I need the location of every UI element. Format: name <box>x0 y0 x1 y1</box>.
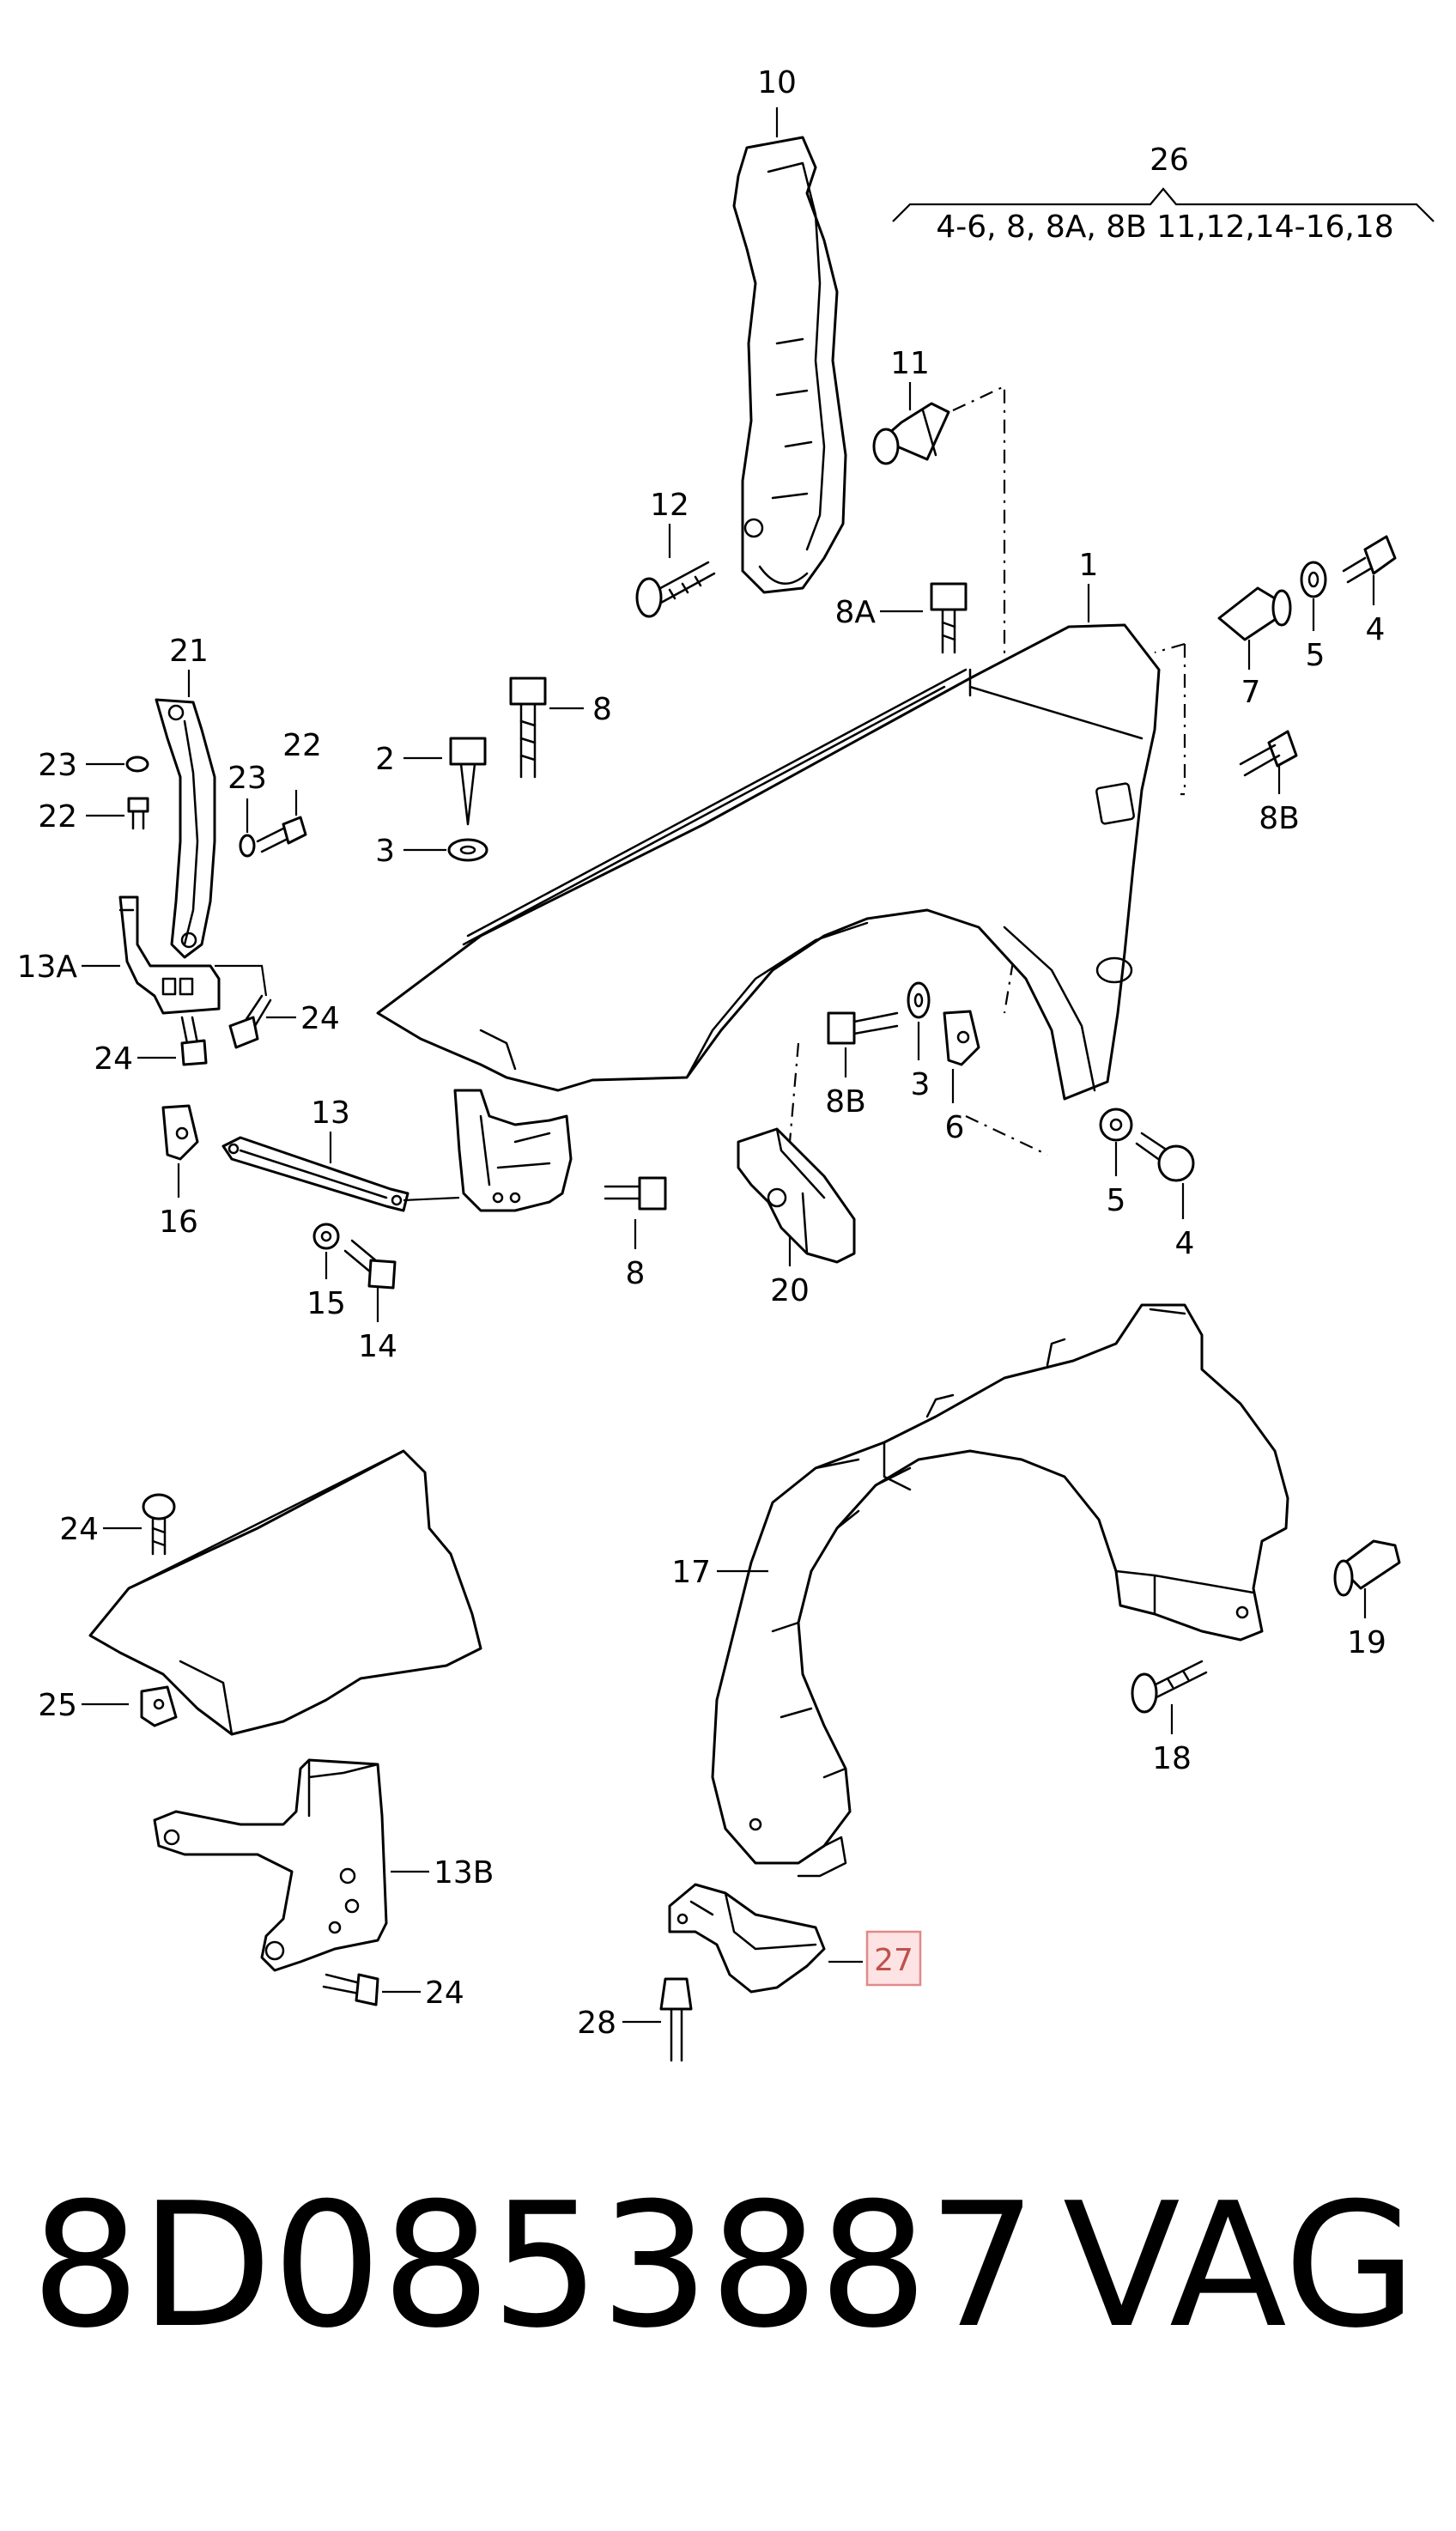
part-13B-bracket <box>153 1758 388 1972</box>
label-16: 16 <box>159 1205 198 1240</box>
label-1: 1 <box>1079 548 1099 583</box>
label-27-highlight[interactable]: 27 <box>865 1930 922 1987</box>
part-22-bolt-mid <box>256 816 307 853</box>
label-23-left: 23 <box>38 748 77 783</box>
label-22-mid: 22 <box>282 728 322 763</box>
part-2-screw <box>449 737 487 826</box>
label-4-top: 4 <box>1366 612 1386 647</box>
part-21-bracket <box>155 698 216 959</box>
part-24-screw-a <box>228 994 272 1049</box>
part-6-clip <box>943 1010 980 1066</box>
part-8A-bolt <box>930 582 968 654</box>
part-15-washer <box>312 1223 340 1250</box>
label-4-lower: 4 <box>1175 1226 1195 1261</box>
part-10-bracket <box>732 136 847 594</box>
part-24-screw-13B <box>322 1973 379 2006</box>
label-15: 15 <box>306 1286 346 1321</box>
label-18: 18 <box>1152 1741 1192 1776</box>
part-27-mudflap <box>668 1883 826 1994</box>
part-18-screw <box>1131 1660 1208 1714</box>
label-27: 27 <box>874 1943 913 1978</box>
part-17-wheel-arch-liner <box>711 1303 1289 1878</box>
label-22-left: 22 <box>38 799 77 835</box>
label-10: 10 <box>757 65 797 100</box>
label-11: 11 <box>890 346 930 381</box>
part-14-bolt <box>343 1239 397 1290</box>
part-3-washer-lower <box>907 981 931 1019</box>
part-8B-bolt-lower <box>827 1011 899 1045</box>
part-8-bolt-lower <box>604 1176 667 1211</box>
label-19: 19 <box>1347 1625 1386 1660</box>
label-21: 21 <box>169 634 209 669</box>
label-8B-top: 8B <box>1259 801 1300 836</box>
part-5-washer-top <box>1300 561 1327 598</box>
part-23-washer-left <box>125 756 149 773</box>
label-8-upper: 8 <box>592 692 612 727</box>
part-number: 8D0853887 <box>31 2166 1037 2366</box>
parts-diagram: 10 26 4-6, 8, 8A, 8B 11,12,14-16,18 11 1… <box>17 65 1435 2062</box>
part-1-fender <box>376 623 1161 1101</box>
label-24-d: 24 <box>425 1976 464 2011</box>
part-24-screw-b <box>180 1016 208 1066</box>
label-8A: 8A <box>834 595 876 630</box>
part-13-bar <box>221 1136 410 1212</box>
label-24-c: 24 <box>59 1512 99 1547</box>
label-25: 25 <box>38 1688 77 1723</box>
part-front-mount-bracket <box>453 1089 573 1212</box>
label-7: 7 <box>1241 675 1261 710</box>
label-13A: 13A <box>17 950 78 985</box>
label-5-lower: 5 <box>1107 1183 1126 1218</box>
label-6: 6 <box>945 1110 965 1145</box>
label-24-a: 24 <box>300 1001 340 1036</box>
part-4-screw-top <box>1342 535 1397 584</box>
kit-brace <box>892 187 1435 222</box>
label-17: 17 <box>671 1555 711 1590</box>
part-12-screw <box>635 561 716 618</box>
label-28: 28 <box>577 2006 616 2041</box>
part-24-bolt-lower-left <box>142 1493 176 1556</box>
part-28-rivet <box>659 1977 693 2062</box>
label-13B: 13B <box>434 1855 494 1891</box>
label-8-lower: 8 <box>626 1256 646 1291</box>
label-20: 20 <box>770 1273 810 1308</box>
part-8B-bolt-top <box>1239 730 1298 777</box>
part-19-clip <box>1333 1539 1401 1597</box>
brand-name: VAG <box>1063 2166 1417 2366</box>
label-5-top: 5 <box>1306 638 1326 673</box>
part-4-screw-lower <box>1135 1132 1195 1182</box>
label-26: 26 <box>1150 143 1189 178</box>
part-5-washer-lower <box>1099 1108 1133 1142</box>
label-13: 13 <box>311 1096 350 1131</box>
part-7-clip <box>1217 586 1292 641</box>
label-3-lower: 3 <box>911 1067 931 1102</box>
kit-note: 4-6, 8, 8A, 8B 11,12,14-16,18 <box>936 209 1393 245</box>
label-14: 14 <box>358 1329 397 1364</box>
part-25-clip <box>140 1685 178 1727</box>
part-3-washer-upper <box>447 838 488 862</box>
part-23-washer-mid <box>239 834 256 858</box>
part-16-clip <box>161 1104 199 1161</box>
part-11-clip <box>872 402 950 465</box>
label-3-upper: 3 <box>375 834 395 869</box>
fender-section-lower <box>88 1449 482 1736</box>
leader-dashes <box>788 385 1186 1156</box>
part-22-bolt-left <box>127 797 149 830</box>
part-13A-bracket <box>118 895 221 1015</box>
label-2: 2 <box>375 742 395 777</box>
part-8-bolt-upper <box>509 677 547 779</box>
label-12: 12 <box>650 488 689 523</box>
label-8B-lower: 8B <box>825 1084 866 1120</box>
label-23-mid: 23 <box>228 761 267 796</box>
part-20-cover <box>737 1127 856 1264</box>
label-24-b: 24 <box>94 1041 133 1077</box>
part-labels: 10 26 4-6, 8, 8A, 8B 11,12,14-16,18 11 1… <box>17 65 1394 2041</box>
